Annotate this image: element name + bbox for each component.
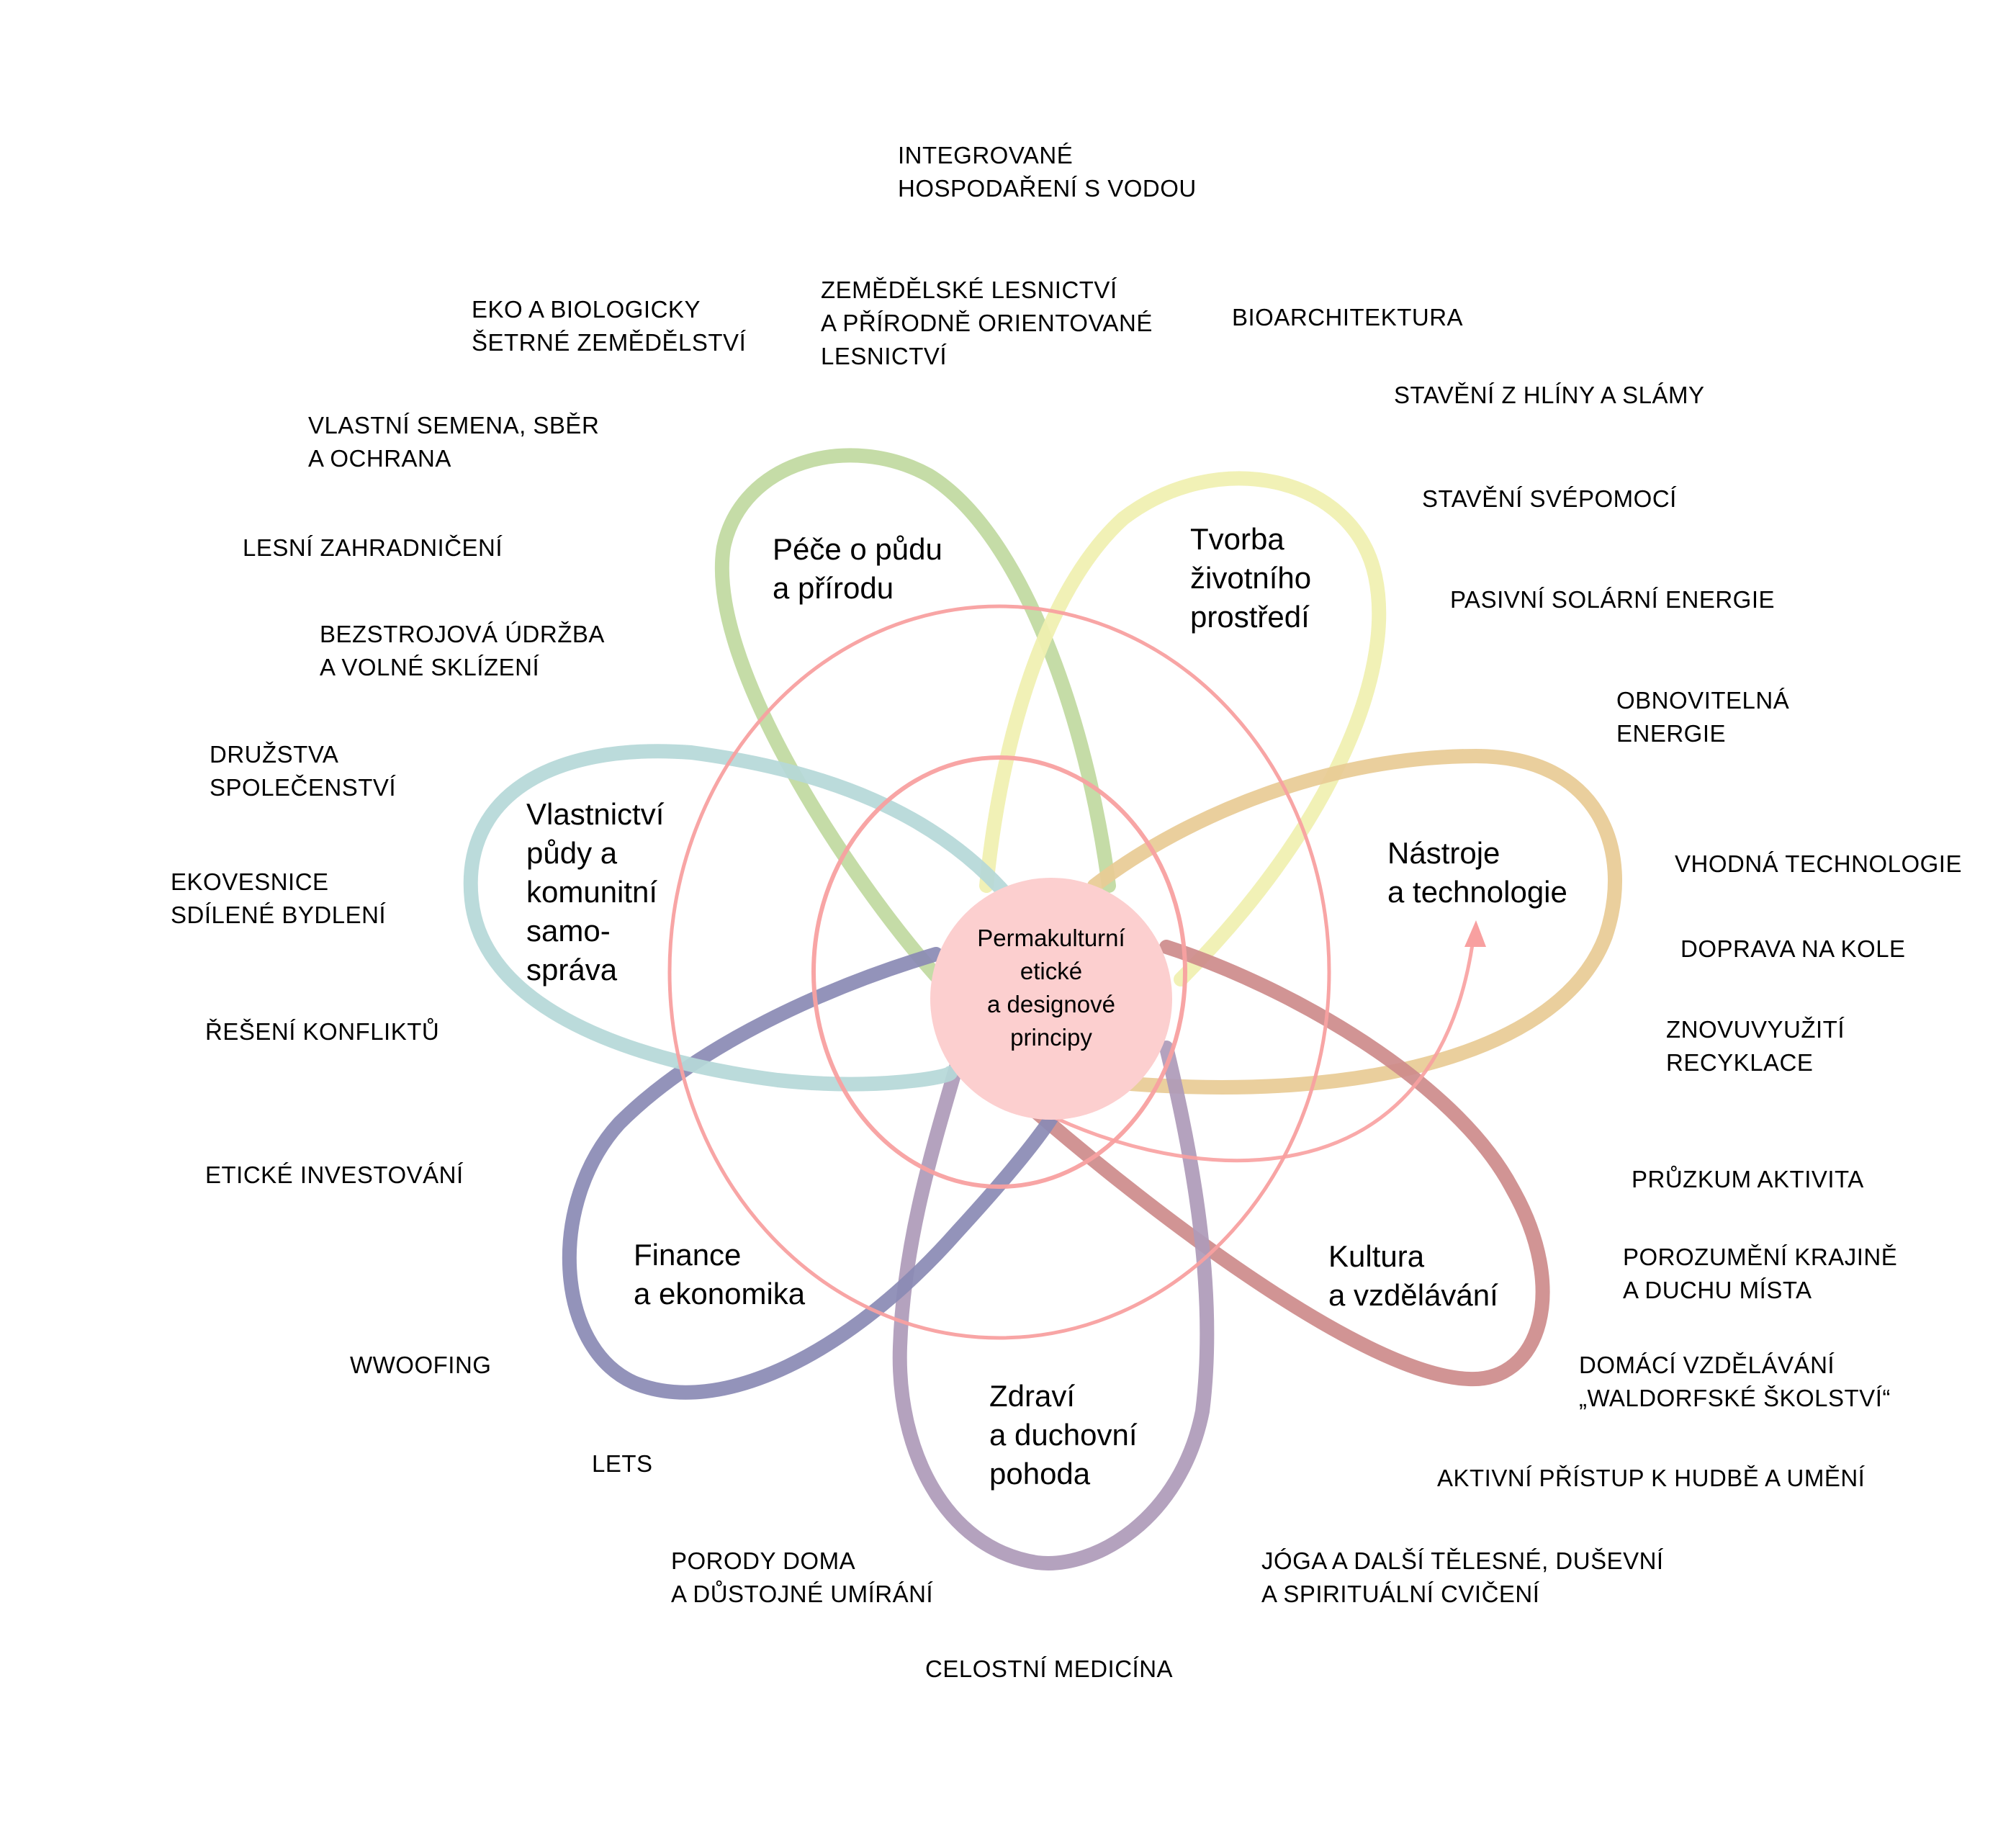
petal-loop-pece (715, 448, 1116, 983)
petal-label-tvorba: Tvorba životního prostředí (1190, 522, 1312, 634)
petal-label-vlastnictvi: Vlastnictví půdy a komunitní samo- správ… (526, 797, 665, 987)
petal-label-pece: Péče o půdu a přírodu (773, 532, 942, 605)
topic-label: ETICKÉ INVESTOVÁNÍ (205, 1161, 464, 1188)
topic-label: PRŮZKUM AKTIVITA (1632, 1166, 1864, 1192)
topic-label: DOMÁCÍ VZDĚLÁVÁNÍ „WALDORFSKÉ ŠKOLSTVÍ“ (1579, 1352, 1891, 1411)
center-circle (930, 878, 1172, 1120)
topic-label: BIOARCHITEKTURA (1232, 304, 1464, 331)
topic-label: AKTIVNÍ PŘÍSTUP K HUDBĚ A UMĚNÍ (1437, 1465, 1866, 1491)
outer-ring (667, 604, 1331, 1340)
topic-label: BEZSTROJOVÁ ÚDRŽBA A VOLNÉ SKLÍZENÍ (320, 621, 605, 680)
petal-loop-zdravi (892, 1041, 1215, 1570)
topic-label: DRUŽSTVA SPOLEČENSTVÍ (210, 741, 397, 801)
topic-label: LESNÍ ZAHRADNIČENÍ (243, 534, 503, 561)
inner-ring (811, 755, 1187, 1189)
topic-label: PORODY DOMA A DŮSTOJNÉ UMÍRÁNÍ (671, 1547, 934, 1607)
topic-label: VLASTNÍ SEMENA, SBĚR A OCHRANA (308, 412, 600, 472)
topic-label: POROZUMĚNÍ KRAJINĚ A DUCHU MÍSTA (1623, 1244, 1898, 1303)
arrow-head-icon (1464, 920, 1486, 947)
center-label: Permakulturní etické a designové princip… (977, 925, 1125, 1051)
petal-loop-finance (562, 947, 1070, 1400)
topic-label: INTEGROVANÉ HOSPODAŘENÍ S VODOU (898, 142, 1197, 202)
petal-label-nastroje: Nástroje a technologie (1387, 836, 1567, 909)
topic-label: CELOSTNÍ MEDICÍNA (925, 1655, 1174, 1682)
petal-loop-kultura (1030, 940, 1550, 1387)
topic-label: VHODNÁ TECHNOLOGIE (1675, 850, 1962, 877)
petal-label-kultura: Kultura a vzdělávání (1328, 1239, 1498, 1312)
topic-label: LETS (592, 1450, 653, 1477)
topic-label: PASIVNÍ SOLÁRNÍ ENERGIE (1450, 586, 1776, 613)
topic-label: STAVĚNÍ SVÉPOMOCÍ (1422, 485, 1677, 512)
petal-label-finance: Finance a ekonomika (634, 1238, 806, 1311)
topic-label: ZNOVUVYUŽITÍ RECYKLACE (1666, 1016, 1845, 1076)
topic-label: OBNOVITELNÁ ENERGIE (1616, 687, 1790, 747)
topic-label: EKOVESNICE SDÍLENÉ BYDLENÍ (171, 868, 387, 928)
topic-label: DOPRAVA NA KOLE (1680, 935, 1906, 962)
topic-label: ŘEŠENÍ KONFLIKTŮ (205, 1018, 440, 1045)
petal-label-zdravi: Zdraví a duchovní pohoda (989, 1379, 1138, 1491)
topic-label: WWOOFING (350, 1352, 492, 1378)
topic-label: ZEMĚDĚLSKÉ LESNICTVÍ A PŘÍRODNĚ ORIENTOV… (821, 277, 1153, 369)
topic-label: STAVĚNÍ Z HLÍNY A SLÁMY (1394, 382, 1705, 408)
topic-label: JÓGA A DALŠÍ TĚLESNÉ, DUŠEVNÍ A SPIRITUÁ… (1261, 1547, 1664, 1607)
topic-label: EKO A BIOLOGICKY ŠETRNÉ ZEMĚDĚLSTVÍ (472, 296, 747, 356)
spiral-arrow (1043, 928, 1477, 1163)
petal-loop-vlastnictvi (463, 744, 1015, 1092)
